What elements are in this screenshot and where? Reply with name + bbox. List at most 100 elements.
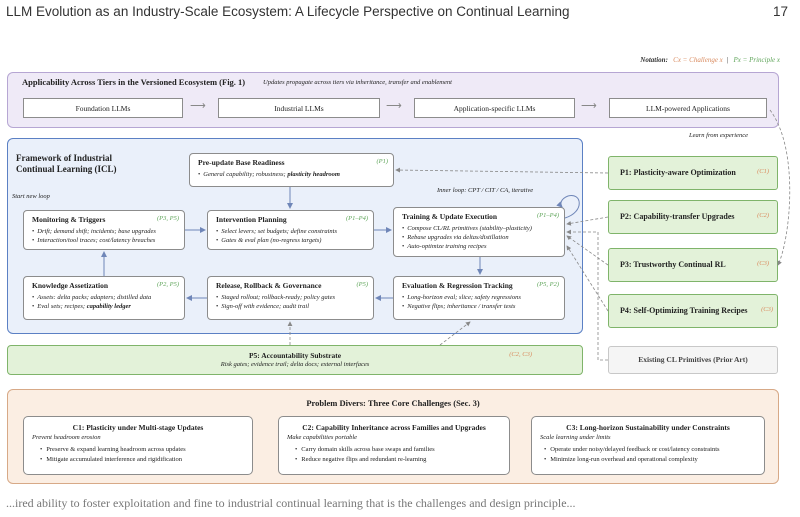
challenge-c1-subtitle: Prevent headroom erosion	[32, 434, 101, 441]
intervention-bullet: Gates & eval plan (no-regress targets)	[216, 236, 337, 245]
learn-from-experience-label: Learn from experience	[689, 132, 748, 139]
icl-title: Framework of Industrial Continual Learni…	[16, 153, 117, 175]
notation-label: Notation:	[640, 56, 668, 64]
tier-arrow-2: ⟶	[386, 100, 402, 112]
monitoring-bullet: Drift; demand shift; incidents; base upg…	[32, 227, 156, 236]
release-title: Release, Rollback & Governance	[216, 281, 322, 290]
tier-industrial: Industrial LLMs	[218, 98, 380, 118]
principle-p4-box: P4: Self-Optimizing Training Recipes (C3…	[608, 294, 778, 328]
p5-subtitle: Risk gates; evidence trail; delta docs; …	[220, 361, 370, 368]
principle-p2-box: P2: Capability-transfer Upgrades (C2)	[608, 200, 778, 234]
pre-update-tag: (P1)	[376, 158, 388, 165]
challenge-c2-card: C2: Capability Inheritance across Famili…	[278, 416, 510, 475]
challenge-c2-title: C2: Capability Inheritance across Famili…	[302, 423, 486, 432]
principle-p2-name: P2: Capability-transfer Upgrades	[620, 212, 735, 221]
dashed-p4-to-training	[566, 245, 609, 312]
tier-foundation: Foundation LLMs	[23, 98, 183, 118]
intervention-title: Intervention Planning	[216, 215, 287, 224]
dashed-p5-to-evaluation	[439, 321, 471, 346]
monitoring-tag: (P3, P5)	[156, 215, 179, 222]
prior-art-box: Existing CL Primitives (Prior Art)	[608, 346, 778, 374]
release-card: Release, Rollback & Governance (P5) Stag…	[207, 276, 374, 320]
training-title: Training & Update Execution	[402, 212, 498, 221]
monitoring-title: Monitoring & Triggers	[32, 215, 106, 224]
knowledge-title: Knowledge Assetization	[32, 281, 109, 290]
training-card: Training & Update Execution (P1–P4) Comp…	[393, 207, 565, 257]
challenge-c2-subtitle: Make capabilities portable	[287, 434, 358, 441]
p5-box: P5: Accountability Substrate Risk gates;…	[7, 345, 583, 375]
evaluation-title: Evaluation & Regression Tracking	[402, 281, 513, 290]
evaluation-tag: (P5, P2)	[536, 281, 559, 288]
prior-art-name: Existing CL Primitives (Prior Art)	[638, 355, 748, 364]
intervention-bullet: Select levers; set budgets; define const…	[216, 227, 337, 236]
challenge-c1-title: C1: Plasticity under Multi-stage Updates	[72, 423, 204, 432]
principle-p1-name: P1: Plasticity-aware Optimization	[620, 168, 736, 177]
principle-p4-name: P4: Self-Optimizing Training Recipes	[620, 306, 748, 315]
challenge-c1-bullet: Preserve & expand learning headroom acro…	[40, 445, 185, 455]
running-title: LLM Evolution as an Industry-Scale Ecosy…	[6, 4, 570, 19]
pre-update-title: Pre-update Base Readiness	[198, 158, 285, 167]
release-tag: (P5)	[356, 281, 368, 288]
principle-p2-tag: (C2)	[757, 212, 769, 219]
tier-applications: LLM-powered Applications	[609, 98, 767, 118]
challenge-c3-card: C3: Long-horizon Sustainability under Co…	[531, 416, 765, 475]
challenge-c2-bullet: Carry domain skills across base swaps an…	[295, 445, 434, 455]
dashed-p3-to-training	[566, 235, 609, 266]
pre-update-card: Pre-update Base Readiness (P1) General c…	[189, 153, 394, 187]
release-bullet: Staged rollout; rollback-ready; policy g…	[216, 293, 335, 302]
challenge-c1-card: C1: Plasticity under Multi-stage Updates…	[23, 416, 253, 475]
inner-loop-label: Inner loop: CPT / CIT / CA, iterative	[437, 187, 534, 194]
monitoring-card: Monitoring & Triggers (P3, P5) Drift; de…	[23, 210, 185, 250]
p5-tag: (C2, C3)	[509, 351, 532, 358]
training-bullet: Auto-optimize training recipes	[402, 242, 532, 251]
notation-principle: Px = Principle x	[733, 56, 780, 64]
knowledge-bullet: Eval sets; recipes; capability ledger	[32, 302, 151, 311]
pre-update-bullet: General capability; robustness; plastici…	[198, 170, 340, 179]
challenge-c3-title: C3: Long-horizon Sustainability under Co…	[566, 423, 730, 432]
release-bullet: Sign-off with evidence; audit trail	[216, 302, 335, 311]
icl-title-line1: Framework of Industrial	[16, 153, 112, 163]
principle-p1-tag: (C1)	[757, 168, 769, 175]
dashed-p1-to-pre	[395, 167, 609, 174]
challenge-c3-subtitle: Scale learning under limits	[540, 434, 611, 441]
challenge-c1-bullet: Mitigate accumulated interference and ri…	[40, 455, 186, 465]
principle-p4-tag: (C3)	[761, 306, 773, 313]
monitoring-bullet: Interaction/tool traces; cost/latency br…	[32, 236, 156, 245]
notation-legend: Notation: Cx = Challenge x | Px = Princi…	[640, 56, 780, 64]
knowledge-card: Knowledge Assetization (P2, P5) Assets: …	[23, 276, 185, 320]
challenge-c3-bullet: Minimize long-run overhead and operation…	[544, 455, 720, 465]
p5-title: P5: Accountability Substrate	[248, 351, 342, 360]
intervention-card: Intervention Planning (P1–P4) Select lev…	[207, 210, 374, 250]
knowledge-bullet: Assets: delta packs; adapters; distilled…	[32, 293, 151, 302]
start-new-loop-label: Start new loop	[12, 193, 50, 200]
evaluation-card: Evaluation & Regression Tracking (P5, P2…	[393, 276, 565, 320]
intervention-tag: (P1–P4)	[345, 215, 368, 222]
principle-p3-name: P3: Trustworthy Continual RL	[620, 260, 726, 269]
evaluation-bullet: Negative flips; inheritance / transfer t…	[402, 302, 521, 311]
training-bullet: Rebase upgrades via deltas/distillation	[402, 233, 532, 242]
page-number: 17	[772, 4, 788, 19]
page-body-fragment: ...ired ability to foster exploitation a…	[6, 496, 576, 510]
dashed-p2-to-training	[566, 216, 609, 226]
dashed-prior-to-training	[566, 229, 608, 361]
principle-p3-tag: (C3)	[757, 260, 769, 267]
icl-title-line2: Continual Learning (ICL)	[16, 164, 117, 174]
training-bullet: Compose CL/RL primitives (stability–plas…	[402, 224, 532, 233]
problems-title: Problem Divers: Three Core Challenges (S…	[306, 398, 480, 408]
challenge-c2-bullet: Reduce negative flips and redundant re-l…	[295, 455, 435, 465]
evaluation-bullet: Long-horizon eval; slice; safety regress…	[402, 293, 521, 302]
principle-p1-box: P1: Plasticity-aware Optimization (C1)	[608, 156, 778, 190]
tiers-title: Applicability Across Tiers in the Versio…	[22, 77, 246, 87]
tier-arrow-1: ⟶	[190, 100, 206, 112]
knowledge-tag: (P2, P5)	[156, 281, 179, 288]
tier-arrow-3: ⟶	[581, 100, 597, 112]
dashed-learn-from-experience	[769, 109, 791, 266]
arrow-inner-loop	[556, 195, 580, 219]
notation-challenge: Cx = Challenge x	[673, 56, 723, 64]
tier-application-specific: Application-specific LLMs	[414, 98, 575, 118]
principle-p3-box: P3: Trustworthy Continual RL (C3)	[608, 248, 778, 282]
training-tag: (P1–P4)	[536, 212, 559, 219]
tiers-note: Updates propagate across tiers via inher…	[263, 79, 452, 86]
challenge-c3-bullet: Operate under noisy/delayed feedback or …	[544, 445, 719, 455]
